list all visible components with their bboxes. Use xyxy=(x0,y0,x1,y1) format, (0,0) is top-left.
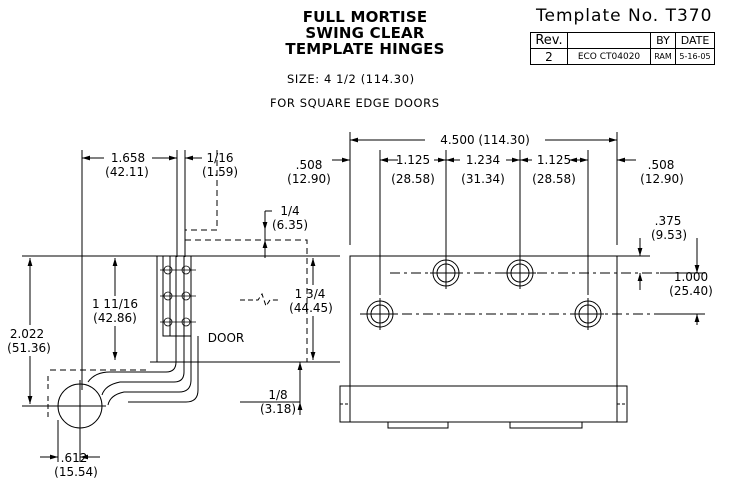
dim-1-3-4-mm: (44.45) xyxy=(289,301,333,315)
door-type-label: FOR SQUARE EDGE DOORS xyxy=(270,96,440,110)
dim-right-508: .508 xyxy=(647,158,675,172)
dim-1-16-mm: (1.59) xyxy=(201,165,239,179)
dim-1-8-mm: (3.18) xyxy=(259,402,297,416)
dim-left-508-mm: (12.90) xyxy=(287,172,331,186)
template-number: Template No. T370 xyxy=(536,6,713,26)
dim-left-508: .508 xyxy=(295,158,323,172)
size-label: SIZE: 4 1/2 (114.30) xyxy=(287,72,415,86)
dim-1658: 1.658 xyxy=(110,151,146,165)
drawing-title-line2: SWING CLEAR xyxy=(305,24,425,42)
dim-1234-mm: (31.34) xyxy=(461,172,505,186)
revised-by: RAM xyxy=(650,48,676,65)
dim-1-4-mm: (6.35) xyxy=(271,218,309,232)
door-label: DOOR xyxy=(207,331,245,345)
dim-right-508-mm: (12.90) xyxy=(640,172,684,186)
dim-612: .612 xyxy=(60,451,88,465)
revision-table-header: Rev. BY DATE xyxy=(530,32,715,49)
dim-overall-width: 4.500 (114.30) xyxy=(440,133,530,147)
dim-1-3-4: 1 3/4 xyxy=(294,287,326,301)
side-view xyxy=(22,150,340,462)
dim-612-mm: (15.54) xyxy=(54,465,98,479)
dim-1000-mm: (25.40) xyxy=(669,284,713,298)
dim-2022-mm: (51.36) xyxy=(7,341,51,355)
dim-1234: 1.234 xyxy=(465,153,501,167)
dim-1125-right-mm: (28.58) xyxy=(532,172,576,186)
dim-1-8: 1/8 xyxy=(268,388,288,402)
drawing-title-line3: TEMPLATE HINGES xyxy=(285,40,445,58)
dim-1-16: 1/16 xyxy=(206,151,234,165)
dim-1658-mm: (42.11) xyxy=(105,165,149,179)
dim-1125-left-mm: (28.58) xyxy=(391,172,435,186)
revision-table: Rev. BY DATE 2 ECO CT04020 RAM 5-16-05 xyxy=(530,32,715,65)
dim-1125-left: 1.125 xyxy=(395,153,431,167)
dim-1-11-16: 1 11/16 xyxy=(91,297,139,311)
dim-1-11-16-mm: (42.86) xyxy=(93,311,137,325)
drawing-title-line1: FULL MORTISE xyxy=(302,8,428,26)
revision-table-row: 2 ECO CT04020 RAM 5-16-05 xyxy=(530,48,715,65)
dim-1-4: 1/4 xyxy=(280,204,300,218)
dim-375-mm: (9.53) xyxy=(650,228,688,242)
revision-date: 5-16-05 xyxy=(675,48,715,65)
dim-375: .375 xyxy=(654,214,682,228)
dim-1000: 1.000 xyxy=(673,270,709,284)
dim-1125-right: 1.125 xyxy=(536,153,572,167)
rev-header: Rev. xyxy=(530,32,568,49)
front-view xyxy=(332,132,705,429)
dim-2022: 2.022 xyxy=(9,327,45,341)
